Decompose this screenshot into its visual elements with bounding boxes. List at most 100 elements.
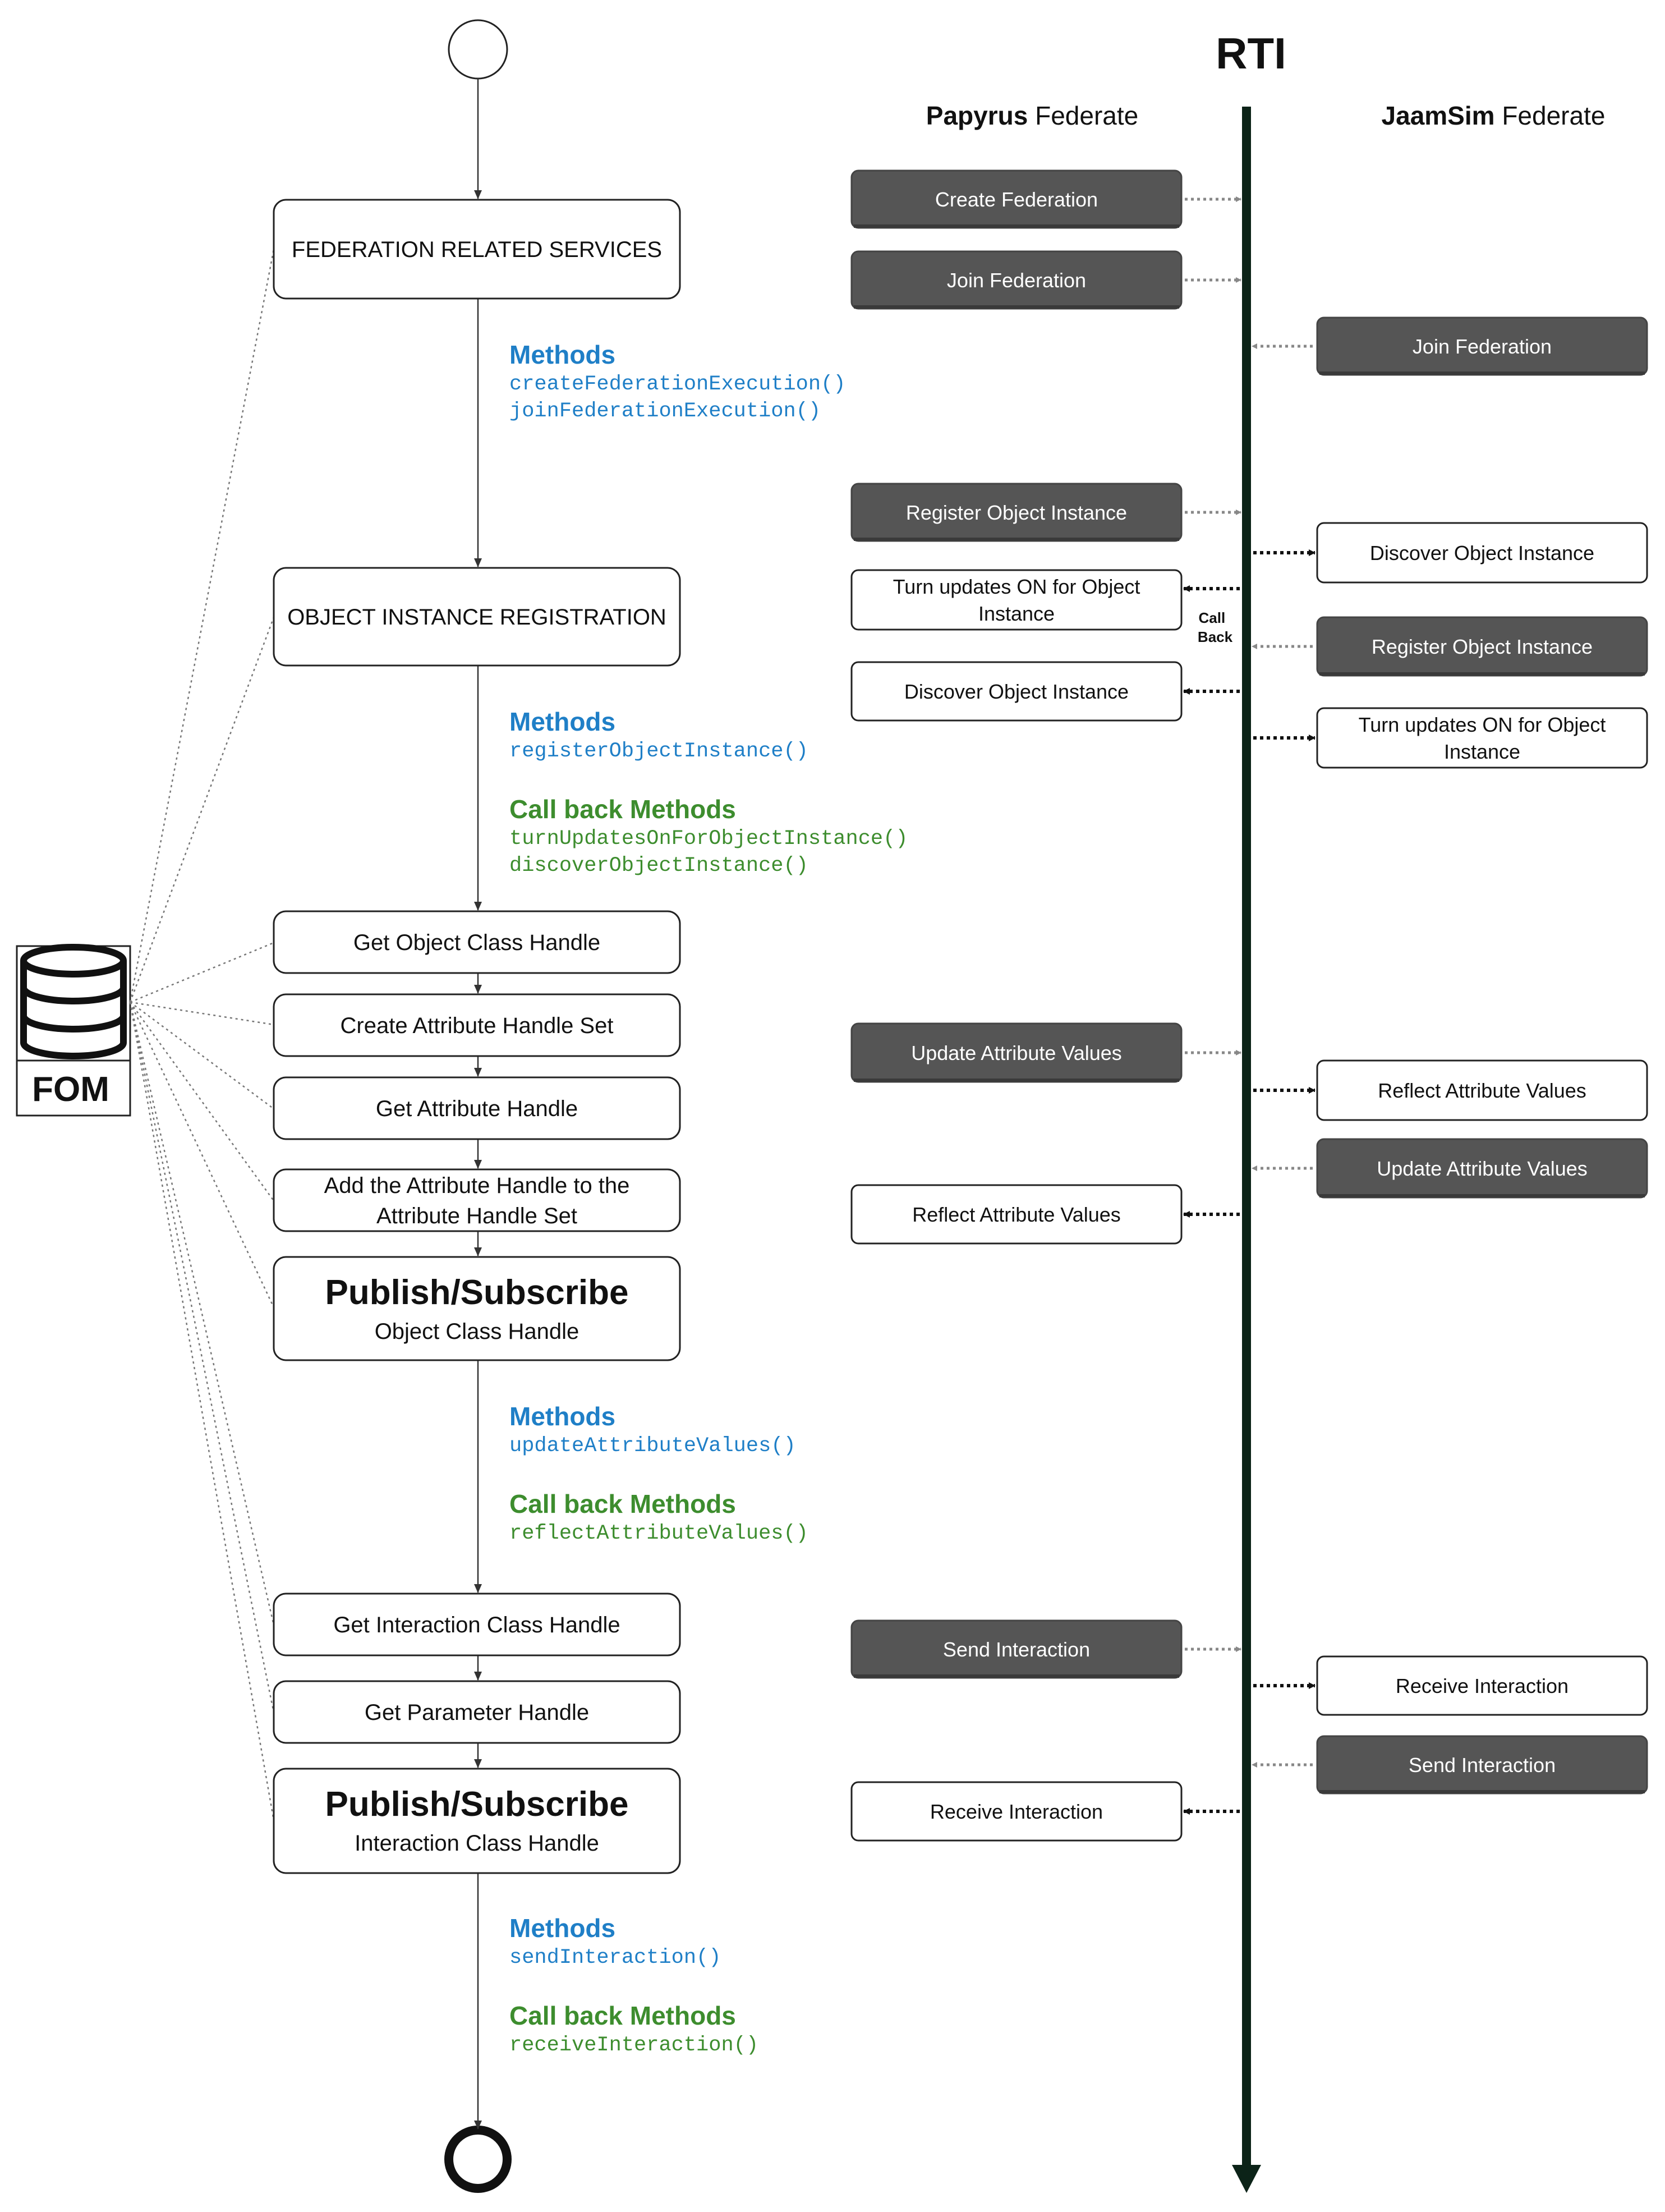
step-label: Add the Attribute Handle to the	[324, 1173, 630, 1198]
step-label: Get Attribute Handle	[376, 1096, 578, 1121]
method-group-federation: MethodscreateFederationExecution()joinFe…	[509, 340, 846, 423]
callback-name: discoverObjectInstance()	[509, 854, 808, 878]
papyrus-federate-suffix: Federate	[1028, 101, 1138, 130]
service-label: Discover Object Instance	[1370, 541, 1594, 565]
papyrus-update-attribute-values: Update Attribute Values	[850, 1022, 1241, 1083]
callback-heading: Call back Methods	[509, 2001, 736, 2030]
step-title: Publish/Subscribe	[325, 1785, 629, 1824]
step-label: Attribute Handle Set	[376, 1204, 577, 1228]
box-shadow	[1319, 1790, 1645, 1793]
service-label: Join Federation	[1413, 335, 1552, 358]
fom-link-line	[129, 1002, 275, 1201]
rti-lifeline-arrowhead	[1232, 2165, 1261, 2193]
service-label: Send Interaction	[943, 1638, 1090, 1661]
box-shadow	[854, 1674, 1179, 1678]
service-label: Receive Interaction	[1396, 1674, 1569, 1697]
service-box	[1316, 707, 1648, 769]
step-get-object-class-handle: Get Object Class Handle	[273, 910, 681, 974]
papyrus-join-federation: Join Federation	[850, 250, 1241, 310]
fom-link-line	[130, 942, 274, 1003]
method-name: joinFederationExecution()	[509, 400, 821, 423]
callback-name: turnUpdatesOnForObjectInstance()	[509, 827, 908, 851]
step-get-parameter-handle: Get Parameter Handle	[273, 1680, 681, 1744]
service-label: Instance	[1444, 740, 1520, 763]
jaamsim-discover-object-instance: Discover Object Instance	[1253, 522, 1648, 584]
papyrus-send-interaction: Send Interaction	[850, 1619, 1241, 1679]
step-box	[273, 1076, 681, 1140]
methods-heading: Methods	[509, 1402, 615, 1431]
service-label: Reflect Attribute Values	[912, 1203, 1121, 1226]
fom-link-line	[129, 1002, 275, 1626]
service-label: Join Federation	[947, 269, 1086, 292]
service-box	[1316, 522, 1648, 584]
fom-link-line	[129, 1002, 275, 1821]
database-icon	[20, 944, 127, 1059]
jaamsim-send-interaction: Send Interaction	[1252, 1735, 1648, 1795]
jaamsim-turn-updates-on: Turn updates ON for ObjectInstance	[1253, 707, 1648, 769]
fom-database: FOM	[16, 944, 131, 1117]
papyrus-federate-name: Papyrus	[926, 101, 1028, 130]
step-label: Create Attribute Handle Set	[341, 1013, 614, 1038]
box-shadow	[1319, 371, 1645, 375]
step-label: Get Object Class Handle	[353, 930, 600, 955]
step-label: FEDERATION RELATED SERVICES	[292, 237, 662, 262]
jaamsim-register-object-instance: Register Object Instance	[1252, 616, 1648, 677]
flow-steps: FEDERATION RELATED SERVICES OBJECT INSTAN…	[273, 199, 681, 1874]
jaamsim-update-attribute-values: Update Attribute Values	[1252, 1138, 1648, 1199]
service-label: Turn updates ON for Object	[1359, 713, 1606, 736]
step-box	[273, 910, 681, 974]
service-box	[850, 569, 1183, 631]
method-name: createFederationExecution()	[509, 373, 846, 396]
step-box	[273, 567, 681, 667]
callback-heading: Call back Methods	[509, 795, 736, 824]
method-name: sendInteraction()	[509, 1946, 721, 1970]
rti-title: RTI	[1216, 29, 1286, 78]
service-label: Register Object Instance	[906, 501, 1127, 524]
callback-name: reflectAttributeValues()	[509, 1522, 808, 1545]
step-subtitle: Object Class Handle	[375, 1319, 579, 1344]
step-get-interaction-class-handle: Get Interaction Class Handle	[273, 1593, 681, 1656]
step-label: OBJECT INSTANCE REGISTRATION	[287, 605, 666, 630]
jaamsim-federate-name: JaamSim	[1382, 101, 1495, 130]
fom-label: FOM	[32, 1070, 109, 1109]
fom-links	[129, 249, 275, 1821]
method-name: updateAttributeValues()	[509, 1434, 796, 1458]
step-get-attribute-handle: Get Attribute Handle	[273, 1076, 681, 1140]
step-box	[273, 1168, 681, 1232]
service-label: Instance	[978, 602, 1055, 625]
step-box	[273, 1593, 681, 1656]
jaamsim-federate-suffix: Federate	[1495, 101, 1606, 130]
papyrus-register-object-instance: Register Object Instance	[850, 483, 1241, 542]
fom-link-line	[129, 617, 275, 1003]
service-label: Receive Interaction	[930, 1800, 1103, 1823]
step-box	[273, 1768, 681, 1874]
papyrus-create-federation: Create Federation	[850, 169, 1241, 229]
service-label: Send Interaction	[1409, 1754, 1556, 1777]
step-create-attribute-handle-set: Create Attribute Handle Set	[273, 993, 681, 1057]
method-name: registerObjectInstance()	[509, 740, 808, 763]
callback-note-line-1: Call	[1199, 609, 1226, 626]
jaamsim-reflect-attribute-values: Reflect Attribute Values	[1253, 1059, 1648, 1121]
service-box	[1316, 1059, 1648, 1121]
step-title: Publish/Subscribe	[325, 1273, 629, 1312]
methods-heading: Methods	[509, 707, 615, 736]
callback-name: receiveInteraction()	[509, 2034, 758, 2057]
step-object-instance-registration: OBJECT INSTANCE REGISTRATION	[273, 567, 681, 667]
papyrus-federate-header: Papyrus Federate	[926, 101, 1138, 130]
box-shadow	[1319, 1194, 1645, 1197]
box-shadow	[854, 305, 1179, 309]
service-label: Turn updates ON for Object	[893, 575, 1140, 598]
service-box	[850, 661, 1183, 722]
jaamsim-receive-interaction: Receive Interaction	[1253, 1655, 1648, 1716]
step-box	[273, 1256, 681, 1361]
fom-link-line	[129, 1002, 275, 1308]
start-node	[448, 19, 508, 80]
box-shadow	[854, 1079, 1179, 1082]
papyrus-turn-updates-on: Turn updates ON for ObjectInstance	[850, 569, 1240, 631]
step-box	[273, 1680, 681, 1744]
